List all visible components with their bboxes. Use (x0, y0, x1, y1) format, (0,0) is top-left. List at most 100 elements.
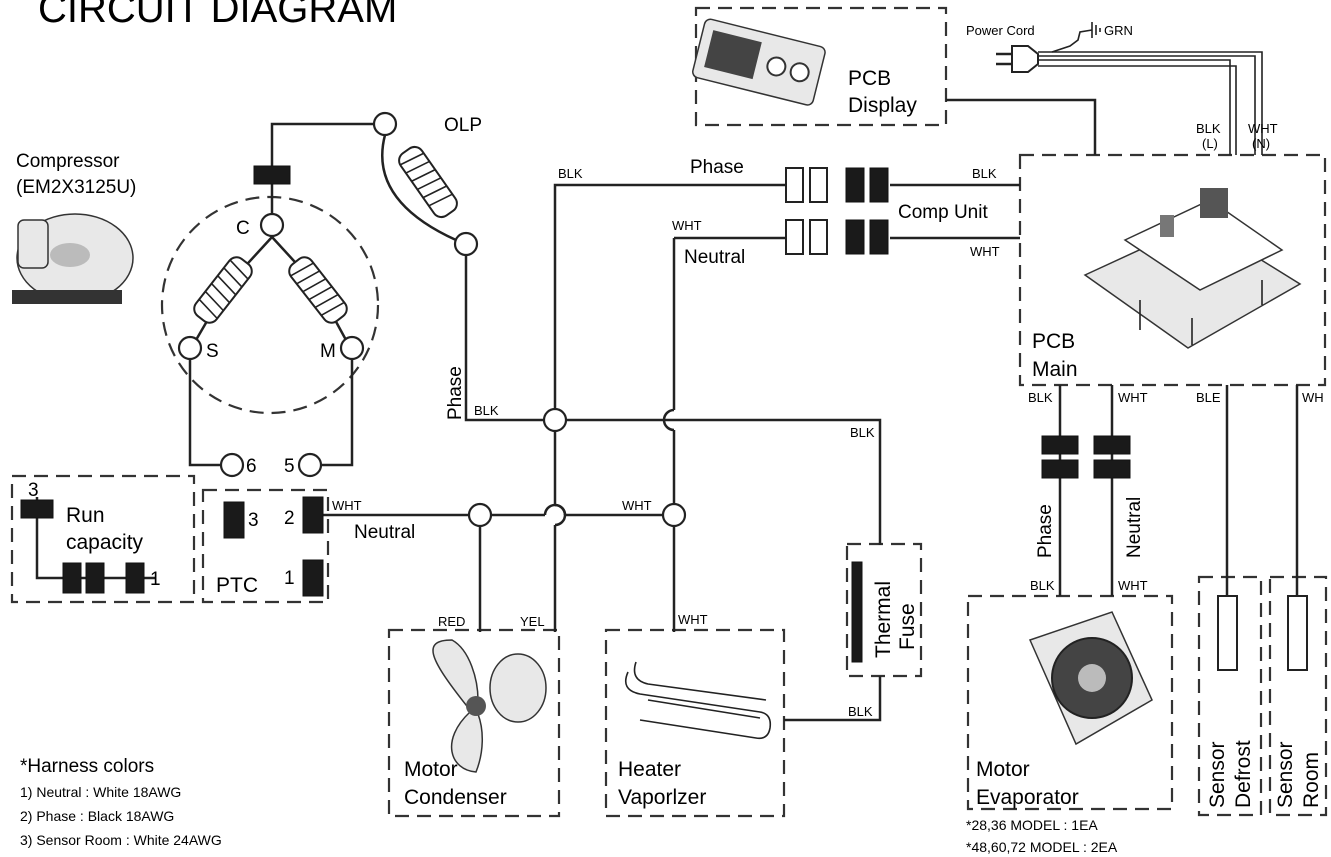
wire-power-n2 (1038, 51, 1263, 155)
wire-c-olp (270, 122, 384, 225)
wire-ground (1051, 29, 1093, 53)
compressor-housing (160, 195, 380, 415)
terminal-c-label: C (236, 218, 250, 239)
pcb-main-icon (1083, 188, 1302, 349)
sensor-defrost-label-1: Sensor (1206, 741, 1229, 808)
ptc-wht-label: WHT (332, 498, 362, 513)
junction-phase (542, 407, 568, 433)
olp-node-top (372, 111, 398, 137)
pcb-display-icon (692, 18, 826, 106)
pcb-main-box (1018, 153, 1327, 387)
junction-neutral-a (467, 502, 493, 528)
yel-wire-label: YEL (520, 614, 545, 629)
comp-unit-label: Comp Unit (898, 202, 988, 223)
power-l-label: (L) (1202, 136, 1218, 151)
olp-coil (381, 134, 458, 242)
ptc-pin-2 (302, 496, 324, 534)
fuse-blk-label-bottom: BLK (848, 704, 873, 719)
run-cap-pin-1-label: 1 (150, 569, 161, 590)
olp-label: OLP (444, 115, 482, 136)
evap-phase-label: Phase (1035, 504, 1056, 558)
fuse-blk-label-top: BLK (850, 425, 875, 440)
sensor-room-probe (1287, 595, 1308, 671)
comp-plug-1 (785, 167, 804, 203)
thermal-fuse-label-1: Thermal (872, 581, 895, 658)
connector-run-cap-3 (20, 499, 54, 519)
pcb-main-label-1: PCB (1032, 330, 1075, 353)
red-wire-label: RED (438, 614, 465, 629)
evap-conn-2 (1041, 459, 1079, 479)
pcb-display-label-2: Display (848, 94, 917, 117)
diagram-title: CIRCUIT DIAGRAM (38, 0, 397, 31)
comp-plug-6 (809, 219, 828, 255)
junction-wht-label: WHT (622, 498, 652, 513)
phase-label-vertical: Phase (445, 366, 466, 420)
comp-plug-8 (869, 219, 889, 255)
comp-blk-label: BLK (972, 166, 997, 181)
neutral-label-bottom: Neutral (354, 522, 415, 543)
terminal-m-label: M (320, 341, 336, 362)
harness-item-3: 3) Sensor Room : White 24AWG (20, 832, 222, 848)
pin-5-node (297, 452, 323, 478)
model-note-1: *28,36 MODEL : 1EA (966, 817, 1098, 833)
power-cord-label: Power Cord (966, 23, 1035, 38)
evap-blk-label: BLK (1030, 578, 1055, 593)
compressor-winding-m (271, 236, 348, 341)
harness-heading: *Harness colors (20, 756, 154, 777)
wire-neutral-h-jump (543, 503, 567, 516)
olp-node-bottom (453, 231, 479, 257)
motor-evap-label-2: Evaporator (976, 786, 1079, 809)
sensor-defrost-label-2: Defrost (1232, 740, 1255, 808)
connector-c (253, 165, 291, 185)
motor-condenser-label-2: Condenser (404, 786, 507, 809)
sensor-defrost-box (1197, 575, 1263, 817)
main-ble-label: BLE (1196, 390, 1221, 405)
terminal-s-label: S (206, 341, 219, 362)
comp-plug-7 (845, 219, 865, 255)
comp-plug-5 (785, 219, 804, 255)
run-cap-cell-2 (85, 562, 105, 594)
ptc-label: PTC (216, 574, 258, 597)
sensor-defrost-probe (1217, 595, 1238, 671)
wire-power-n (1038, 55, 1256, 155)
compressor-winding-s (193, 236, 273, 341)
pcb-display-box (694, 6, 948, 127)
motor-condenser-box (387, 628, 561, 818)
fan-motor-condenser-icon (432, 639, 547, 773)
heater-wht-label: WHT (678, 612, 708, 627)
phase-label-top: Phase (690, 157, 744, 178)
power-plug-icon (996, 45, 1039, 73)
comp-wht-label: WHT (970, 244, 1000, 259)
terminal-s (177, 335, 203, 361)
evap-conn-3 (1093, 435, 1131, 455)
ptc-pin-3-label: 3 (248, 510, 259, 531)
power-wht-label: WHT (1248, 121, 1278, 136)
pin-6-label: 6 (246, 456, 257, 477)
thermal-fuse-label-2: Fuse (896, 603, 919, 650)
pin-5-label: 5 (284, 456, 295, 477)
comp-plug-3 (845, 167, 865, 203)
run-cap-label-1: Run (66, 504, 105, 527)
fan-motor-evaporator-icon (1028, 611, 1153, 746)
pcb-display-label-1: PCB (848, 67, 891, 90)
power-n-label: (N) (1252, 136, 1270, 151)
heater-label-1: Heater (618, 758, 681, 781)
motor-condenser-label-1: Motor (404, 758, 458, 781)
evap-neutral-label: Neutral (1124, 497, 1145, 558)
sensor-room-label-1: Sensor (1274, 741, 1297, 808)
compressor-icon (12, 213, 134, 304)
evap-conn-1 (1041, 435, 1079, 455)
ptc-pin-1 (302, 559, 324, 597)
wire-neutral-jump (662, 408, 675, 432)
wire-phase-blk (553, 183, 786, 420)
heater-icon (624, 661, 772, 740)
phase-blk-label: BLK (558, 166, 583, 181)
harness-item-2: 2) Phase : Black 18AWG (20, 808, 174, 824)
comp-plug-4 (869, 167, 889, 203)
ptc-pin-1-label: 1 (284, 568, 295, 589)
ptc-pin-2-label: 2 (284, 508, 295, 529)
evap-conn-4 (1093, 459, 1131, 479)
sensor-room-label-2: Room (1300, 752, 1323, 808)
run-cap-label-2: capacity (66, 531, 144, 554)
terminal-m (339, 335, 365, 361)
